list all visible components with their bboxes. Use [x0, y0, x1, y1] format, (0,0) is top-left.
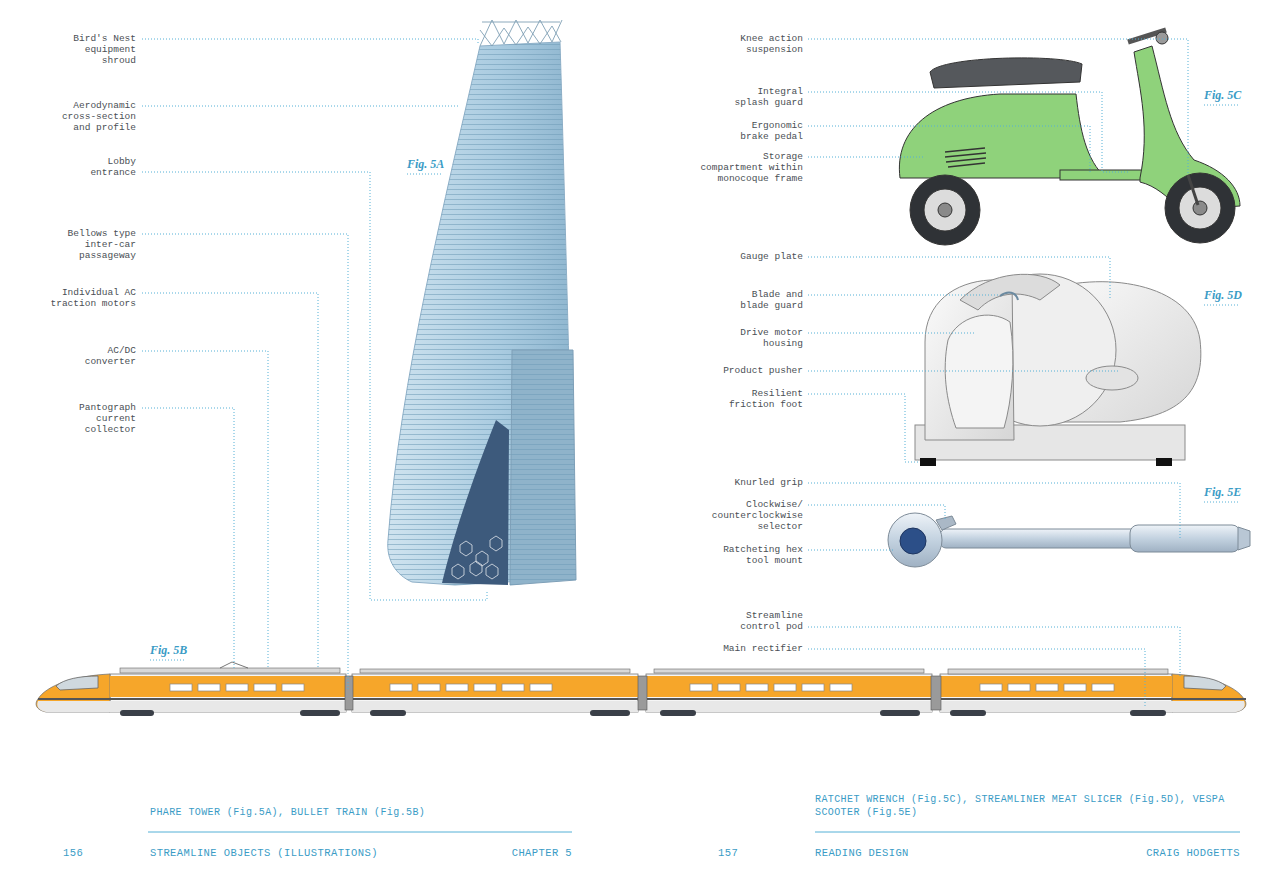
leader-lines — [142, 39, 1240, 706]
page-footer: STREAMLINE OBJECTS (ILLUSTRATIONS) — [150, 847, 378, 860]
bullet-train — [36, 662, 1246, 716]
figure-caption: RATCHET WRENCH (Fig.5C), STREAMLINER MEA… — [815, 793, 1240, 819]
callout-label: Knurled grip — [723, 477, 803, 488]
callout-label: Aerodynamic cross-section and profile — [56, 100, 136, 133]
page-footer: CRAIG HODGETTS — [1080, 847, 1240, 860]
phare-tower — [388, 20, 576, 585]
rule-lines — [148, 832, 1240, 833]
callout-label: Bellows type inter-car passageway — [64, 228, 136, 261]
page-footer: READING DESIGN — [815, 847, 909, 860]
figure-label: Fig. 5E — [1204, 485, 1241, 500]
ratchet-wrench — [888, 513, 1250, 567]
callout-label: Bird's Nest equipment shroud — [70, 33, 136, 66]
vespa-scooter — [899, 30, 1240, 245]
page-footer: CHAPTER 5 — [432, 847, 572, 860]
callout-label: Pantograph current collector — [76, 402, 136, 435]
callout-label: Clockwise/ counterclockwise selector — [707, 499, 803, 532]
figure-label: Fig. 5D — [1204, 288, 1242, 303]
callout-label: AC/DC converter — [81, 345, 136, 367]
callout-label: Resilient friction foot — [725, 388, 803, 410]
callout-label: Product pusher — [713, 365, 803, 376]
figure-label: Fig. 5A — [407, 157, 444, 172]
figure-caption: PHARE TOWER (Fig.5A), BULLET TRAIN (Fig.… — [150, 806, 574, 819]
page-footer: 156 — [63, 847, 83, 860]
callout-label: Ergonomic brake pedal — [737, 120, 803, 142]
callout-label: Integral splash guard — [731, 86, 803, 108]
callout-label: Streamline control pod — [737, 610, 803, 632]
callout-label: Gauge plate — [723, 251, 803, 262]
meat-slicer — [915, 274, 1201, 466]
callout-label: Individual AC traction motors — [46, 287, 136, 309]
callout-label: Storage compartment within monocoque fra… — [697, 151, 803, 184]
figure-label: Fig. 5B — [150, 643, 187, 658]
callout-label: Drive motor housing — [737, 327, 803, 349]
callout-label: Lobby entrance — [84, 156, 136, 178]
figure-label: Fig. 5C — [1204, 88, 1241, 103]
callout-label: Knee action suspension — [737, 33, 803, 55]
callout-label: Blade and blade guard — [737, 289, 803, 311]
callout-label: Main rectifier — [713, 643, 803, 654]
page-footer: 157 — [718, 847, 738, 860]
callout-label: Ratcheting hex tool mount — [719, 544, 803, 566]
